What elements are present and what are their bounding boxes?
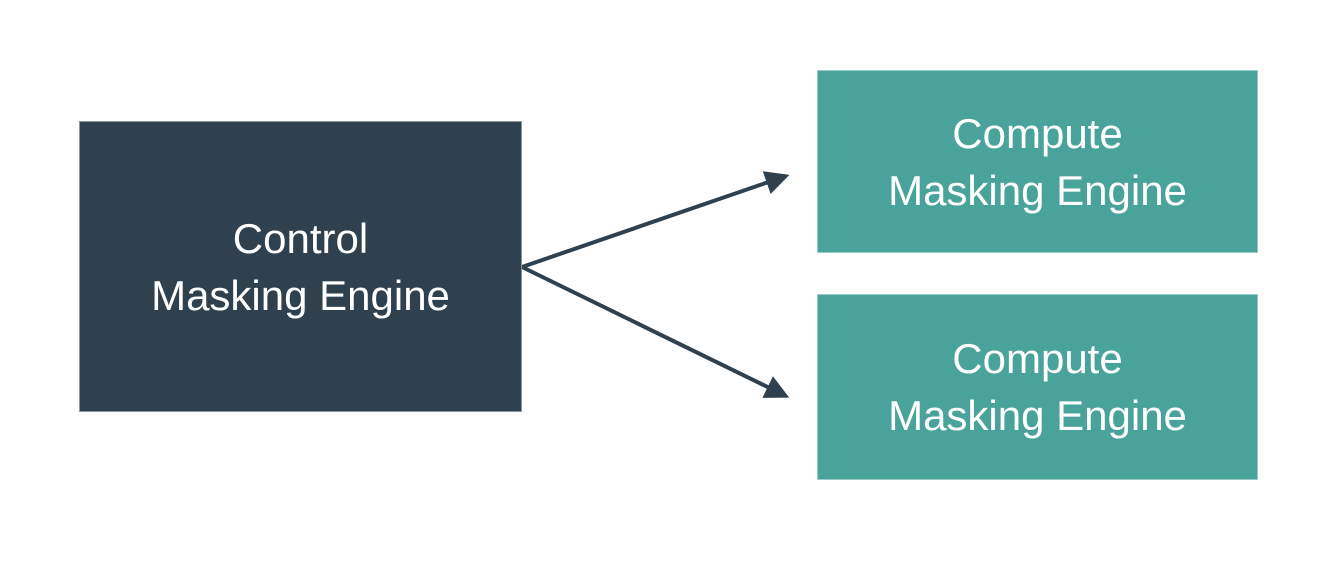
edge-control-to-compute-1: [521, 171, 790, 269]
compute-masking-engine-label-1: Compute Masking Engine: [888, 109, 1187, 214]
control-masking-engine-node: Control Masking Engine: [79, 121, 522, 412]
control-masking-engine-label: Control Masking Engine: [151, 214, 450, 319]
compute-masking-engine-label-2: Compute Masking Engine: [888, 335, 1187, 439]
compute-masking-engine-node-1: Compute Masking Engine: [817, 70, 1258, 253]
compute-masking-engine-node-2: Compute Masking Engine: [817, 294, 1258, 480]
edge-control-to-compute-2: [521, 265, 790, 398]
